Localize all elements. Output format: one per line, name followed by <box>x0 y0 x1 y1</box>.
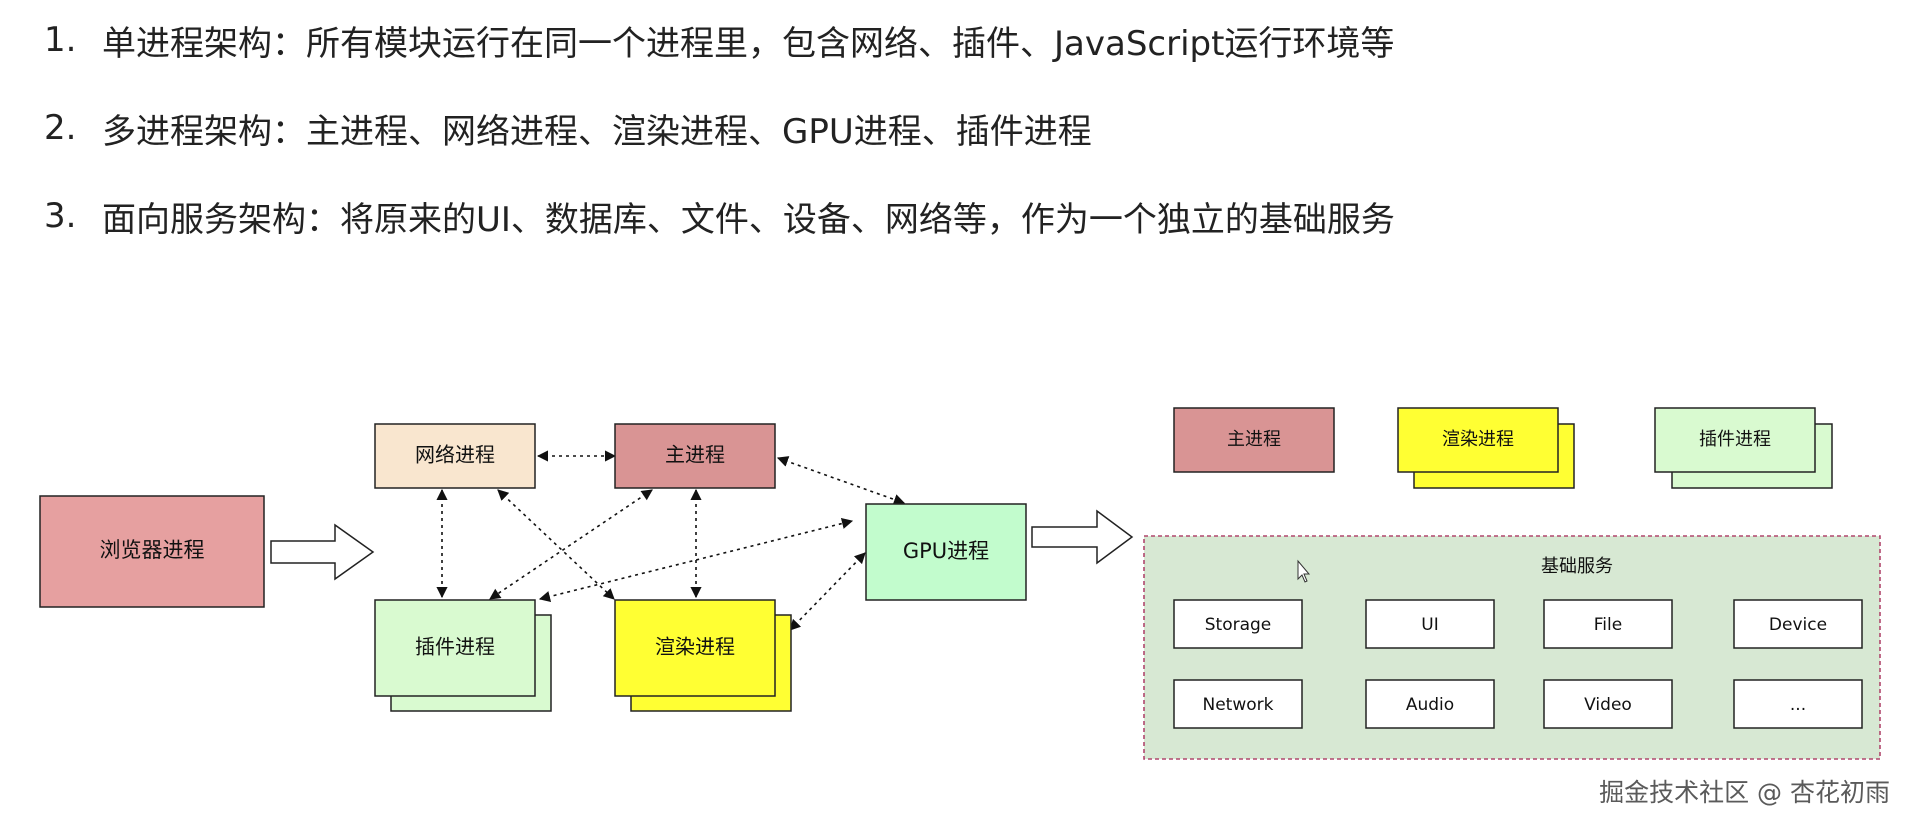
service-box: File <box>1543 599 1673 649</box>
gpu-process-node: GPU进程 <box>865 503 1027 601</box>
mouse-cursor-icon <box>1297 559 1311 583</box>
service-box: Audio <box>1365 679 1495 729</box>
list-item: 3. 面向服务架构：将原来的UI、数据库、文件、设备、网络等，作为一个独立的基础… <box>44 194 1644 240</box>
service-label: Device <box>1769 615 1827 635</box>
render-process-node: 渲染进程 <box>614 599 792 712</box>
service-label: Video <box>1584 695 1632 715</box>
service-label: Storage <box>1205 615 1272 635</box>
soa-plugin-process-label: 插件进程 <box>1699 429 1771 450</box>
list-text: 单进程架构：所有模块运行在同一个进程里，包含网络、插件、JavaScript运行… <box>102 23 1395 64</box>
service-label: Network <box>1203 695 1274 715</box>
browser-process-label: 浏览器进程 <box>100 538 205 562</box>
service-box: ... <box>1733 679 1863 729</box>
soa-plugin-process-node: 插件进程 <box>1654 407 1833 489</box>
list-item: 2. 多进程架构：主进程、网络进程、渲染进程、GPU进程、插件进程 <box>44 106 1644 152</box>
service-label: ... <box>1790 695 1806 715</box>
list-number: 2. <box>44 108 77 148</box>
soa-render-process-label: 渲染进程 <box>1442 429 1514 450</box>
list-number: 1. <box>44 20 77 60</box>
list-text: 多进程架构：主进程、网络进程、渲染进程、GPU进程、插件进程 <box>102 111 1092 152</box>
plugin-process-label: 插件进程 <box>415 635 495 659</box>
network-process-node: 网络进程 <box>374 423 536 489</box>
gpu-process-label: GPU进程 <box>903 539 989 563</box>
render-process-label: 渲染进程 <box>655 635 735 659</box>
architecture-list: 1. 单进程架构：所有模块运行在同一个进程里，包含网络、插件、JavaScrip… <box>44 18 1644 282</box>
transition-arrow <box>1031 509 1134 565</box>
soa-main-process-node: 主进程 <box>1173 407 1335 473</box>
main-process-label: 主进程 <box>665 443 725 467</box>
process-connectors <box>436 450 906 631</box>
service-label: Audio <box>1406 695 1454 715</box>
list-number: 3. <box>44 196 77 236</box>
browser-process-node: 浏览器进程 <box>39 495 265 608</box>
main-process-node: 主进程 <box>614 423 776 489</box>
soa-main-process-label: 主进程 <box>1227 429 1281 450</box>
service-box: Device <box>1733 599 1863 649</box>
service-label: UI <box>1421 615 1438 635</box>
service-box: Storage <box>1173 599 1303 649</box>
base-services-container: 基础服务 Storage UI File Device Network Audi… <box>1143 535 1881 760</box>
service-box: UI <box>1365 599 1495 649</box>
watermark: 掘金技术社区 @ 杏花初雨 <box>1599 778 1890 807</box>
list-text: 面向服务架构：将原来的UI、数据库、文件、设备、网络等，作为一个独立的基础服务 <box>102 199 1395 240</box>
service-box: Network <box>1173 679 1303 729</box>
soa-render-process-node: 渲染进程 <box>1397 407 1575 489</box>
transition-arrow <box>270 523 375 581</box>
list-item: 1. 单进程架构：所有模块运行在同一个进程里，包含网络、插件、JavaScrip… <box>44 18 1644 64</box>
base-services-title: 基础服务 <box>1541 556 1613 577</box>
service-box: Video <box>1543 679 1673 729</box>
network-process-label: 网络进程 <box>415 443 495 467</box>
plugin-process-node: 插件进程 <box>374 599 552 712</box>
service-label: File <box>1594 615 1622 635</box>
